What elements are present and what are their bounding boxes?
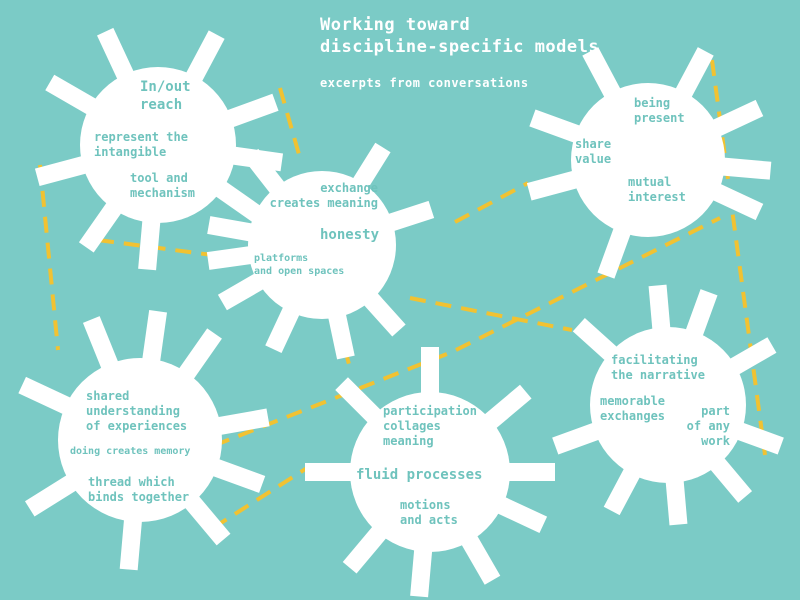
node-4-label-1: shared understanding of experiences (86, 389, 188, 433)
node-3-label-2: share value (575, 137, 612, 166)
bubble-5-circle (350, 392, 510, 552)
bubble-6-circle (590, 327, 746, 483)
bubble-node-4 (18, 310, 270, 571)
node-3-label-1: being present (634, 96, 685, 125)
node-2-label-3: platforms and open spaces (254, 253, 345, 277)
bubble-1-circle (80, 67, 236, 223)
node-1-label-3: tool and mechanism (130, 171, 196, 200)
node-4-label-3: thread which binds together (88, 475, 190, 504)
connector-line-1 (278, 87, 302, 159)
title-line-1: Working toward (320, 15, 471, 35)
node-1-label-1: In/out reach (140, 79, 191, 113)
bubble-2-circle (248, 171, 396, 319)
node-6-label-3: part of any work (686, 404, 730, 448)
bubble-node-6 (552, 284, 784, 526)
title-line-2: discipline-specific models (320, 37, 600, 57)
bubble-layer (18, 27, 784, 598)
node-5-label-2: fluid processes (356, 467, 483, 483)
node-6-label-1: facilitating the narrative (611, 353, 705, 382)
connector-line-5 (409, 296, 573, 332)
bubble-node-5 (305, 347, 555, 598)
bubble-4-circle (58, 358, 222, 522)
node-5-label-1: participation collages meaning (383, 404, 477, 448)
connector-line-7 (189, 216, 721, 457)
bubble-node-3 (526, 47, 772, 279)
connector-line-4 (454, 181, 529, 224)
connector-line-2 (38, 164, 60, 351)
diagram-subtitle: excerpts from conversations (320, 76, 529, 90)
node-2-label-2: honesty (320, 227, 380, 243)
diagram-title: Working toward discipline-specific model… (320, 14, 599, 58)
node-3-label-3: mutual interest (628, 175, 686, 204)
node-1-label-2: represent the intangible (94, 130, 188, 159)
node-5-label-3: motions and acts (400, 498, 458, 527)
node-6-label-2: memorable exchanges (600, 394, 666, 423)
bubble-node-2 (206, 142, 435, 360)
connector-line-8 (211, 466, 309, 530)
bubble-node-1 (34, 27, 284, 271)
node-2-label-1: exchange creates meaning (269, 181, 378, 210)
bubble-3-circle (571, 83, 725, 237)
node-4-label-2: doing creates memory (70, 446, 191, 457)
